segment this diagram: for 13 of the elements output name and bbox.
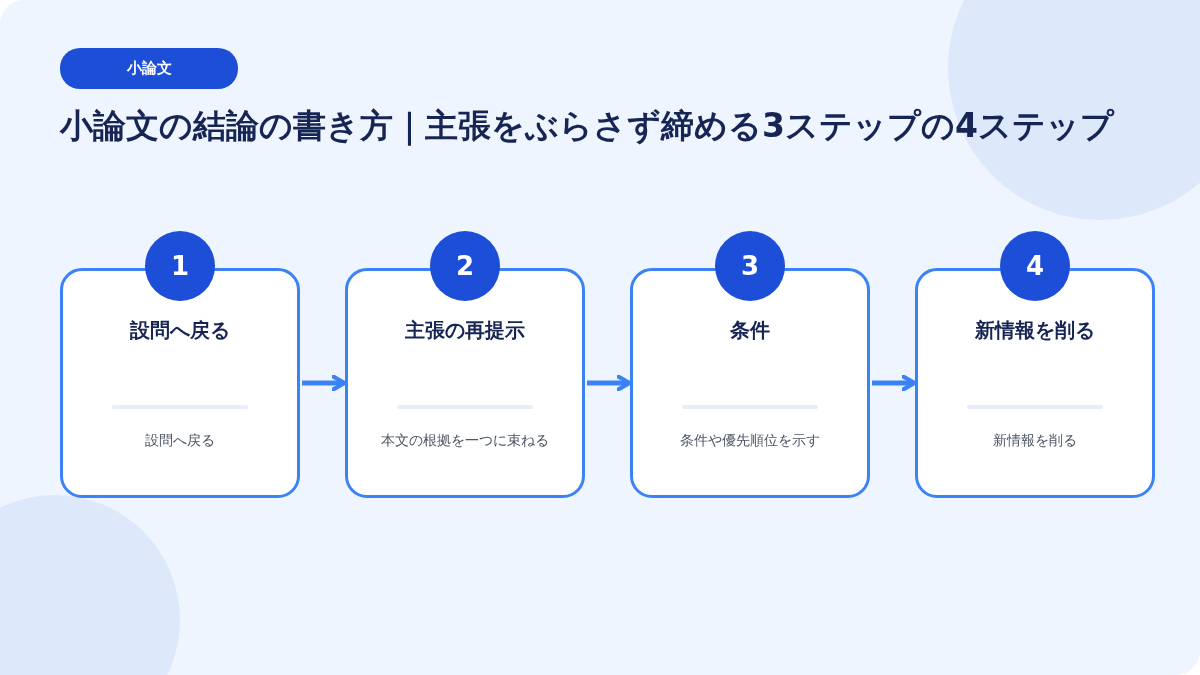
arrow <box>302 374 347 392</box>
step-heading: 条件 <box>729 317 771 344</box>
step-heading: 設問へ戻る <box>129 317 231 344</box>
step-description: 条件や優先順位を示す <box>679 431 821 450</box>
category-tag: 小論文 <box>60 48 238 89</box>
arrow <box>587 374 632 392</box>
step-heading: 新情報を削る <box>974 317 1096 344</box>
step-description: 新情報を削る <box>992 431 1078 450</box>
step-description: 本文の根拠を一つに束ねる <box>380 431 550 450</box>
arrow <box>872 374 917 392</box>
step-heading: 主張の再提示 <box>404 317 526 344</box>
page-title: 小論文の結論の書き方｜主張をぶらさず締める3ステップの4ステップ <box>60 105 1116 148</box>
step-description: 設問へ戻る <box>144 431 216 450</box>
